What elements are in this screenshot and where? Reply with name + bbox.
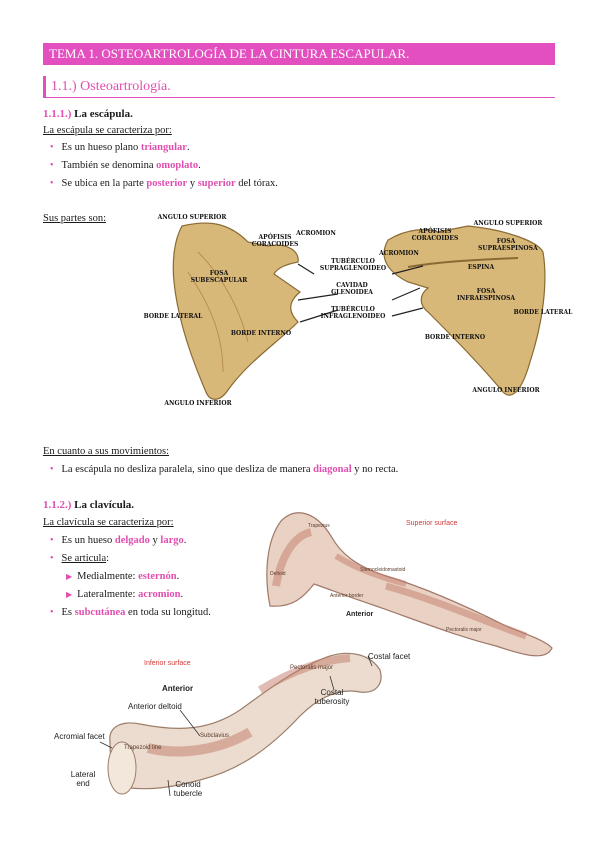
label-fosa-subescapular: FOSA SUBESCAPULAR: [190, 270, 248, 284]
parts-label: Sus partes son:: [43, 213, 106, 224]
label-deltoid: Deltoid: [270, 571, 286, 577]
label-borde-lateral: BORDE LATERAL: [143, 313, 203, 320]
label-anterior-deltoid: Anterior deltoid: [128, 702, 182, 711]
list-item: •La escápula no desliza paralela, sino q…: [50, 464, 399, 475]
label-apofisis-coracoides: APÓFISIS CORACOIDES: [251, 234, 299, 248]
chapter-title: TEMA 1. OSTEOARTROLOGÍA DE LA CINTURA ES…: [43, 43, 555, 65]
label-tuberculo-supraglenoideo: TUBÉRCULO SUPRAGLENOIDEO: [319, 258, 387, 272]
label-subclavius: Subclavius: [200, 733, 230, 739]
label-anterior: Anterior: [162, 684, 194, 693]
bullet-icon: •: [50, 607, 54, 618]
label-fosa-infraespinosa: FOSA INFRAESPINOSA: [456, 288, 516, 302]
label-acromial-facet: Acromial facet: [54, 732, 105, 741]
label-espina: ESPINA: [467, 264, 495, 271]
label-trapezoid-line: Trapezoid line: [124, 745, 162, 751]
list-item: •También se denomina omoplato.: [50, 160, 201, 171]
inferior-clavicle-shape: [109, 652, 382, 790]
subsection-text: La clavícula.: [74, 499, 135, 511]
clavicle-superior-figure: Superior surface Anterior Trapezius Delt…: [256, 496, 556, 666]
label-trapezius: Trapezius: [308, 523, 330, 529]
list-item: •Es subcutánea en toda su longitud.: [50, 607, 211, 618]
label-borde-lateral: BORDE LATERAL: [513, 309, 573, 316]
label-apofisis-coracoides: APÓFISIS CORACOIDES: [411, 228, 459, 242]
label-costal-tuberosity: Costal tuberosity: [314, 688, 350, 706]
right-scapula-shape: [383, 225, 546, 396]
label-fosa-supraespinosa: FOSA SUPRAESPINOSA: [478, 238, 538, 252]
list-item: •Es un hueso delgado y largo.: [50, 535, 187, 546]
list-item: •Se ubica en la parte posterior y superi…: [50, 178, 278, 189]
label-cavidad-glenoidea: CAVIDAD GLENOIDEA: [331, 282, 373, 296]
sub-list-item: ▶Lateralmente: acromion.: [66, 589, 184, 600]
clavicle-inferior-figure: Inferior surface Anterior Anterior delto…: [50, 640, 450, 810]
subsection-number: 1.1.2.): [43, 499, 72, 511]
label-inferior-surface: Inferior surface: [144, 660, 191, 667]
label-anterior: Anterior: [346, 611, 374, 618]
label-pectoralis-major: Pectoralis major: [446, 627, 482, 633]
movements-label: En cuanto a sus movimientos:: [43, 446, 169, 457]
label-angulo-inferior: ANGULO INFERIOR: [472, 387, 540, 394]
label-tuberculo-infraglenoideo: TUBÉRCULO INFRAGLENOIDEO: [320, 306, 386, 320]
bullet-icon: •: [50, 142, 54, 153]
label-borde-interno: BORDE INTERNO: [424, 334, 486, 341]
label-acromion: ACROMION: [296, 230, 336, 237]
bullet-icon: •: [50, 535, 54, 546]
label-pectoralis-major: Pectoralis major: [290, 665, 334, 671]
section-heading: 1.1.) Osteoartrología.: [43, 76, 555, 98]
label-borde-interno: BORDE INTERNO: [230, 330, 292, 337]
label-anterior-border: Anterior border: [330, 593, 364, 599]
subsection-number: 1.1.1.): [43, 108, 72, 120]
escapula-intro: La escápula se caracteriza por:: [43, 125, 172, 136]
clavicula-intro: La clavícula se caracteriza por:: [43, 517, 174, 528]
scapula-figure: ANGULO SUPERIOR APÓFISIS CORACOIDES ACRO…: [138, 212, 580, 412]
label-sternocleidomastoid: Sternocleidomastoid: [360, 567, 406, 573]
list-item: •Se articula:: [50, 553, 110, 564]
bullet-icon: •: [50, 553, 54, 564]
chevron-right-icon: ▶: [66, 572, 73, 581]
subsection-text: La escápula.: [74, 108, 133, 120]
label-conoid-tubercle: Conoid tubercle: [173, 780, 203, 798]
label-superior-surface: Superior surface: [406, 520, 458, 527]
subsection-heading-escapula: 1.1.1.) La escápula.: [43, 108, 133, 120]
label-angulo-superior: ANGULO SUPERIOR: [473, 220, 543, 227]
label-angulo-inferior: ANGULO INFERIOR: [164, 400, 232, 407]
label-acromion: ACROMION: [379, 250, 419, 257]
chevron-right-icon: ▶: [66, 590, 73, 599]
list-item: •Es un hueso plano triangular.: [50, 142, 190, 153]
bullet-icon: •: [50, 464, 54, 475]
sub-list-item: ▶Medialmente: esternón.: [66, 571, 180, 582]
subsection-heading-clavicula: 1.1.2.) La clavícula.: [43, 499, 134, 511]
left-scapula-shape: [172, 222, 301, 400]
bullet-icon: •: [50, 160, 54, 171]
label-angulo-superior: ANGULO SUPERIOR: [157, 214, 227, 221]
label-lateral-end: Lateral end: [70, 770, 96, 788]
label-costal-facet: Costal facet: [368, 652, 411, 661]
bullet-icon: •: [50, 178, 54, 189]
scapula-illustration: [172, 222, 546, 400]
